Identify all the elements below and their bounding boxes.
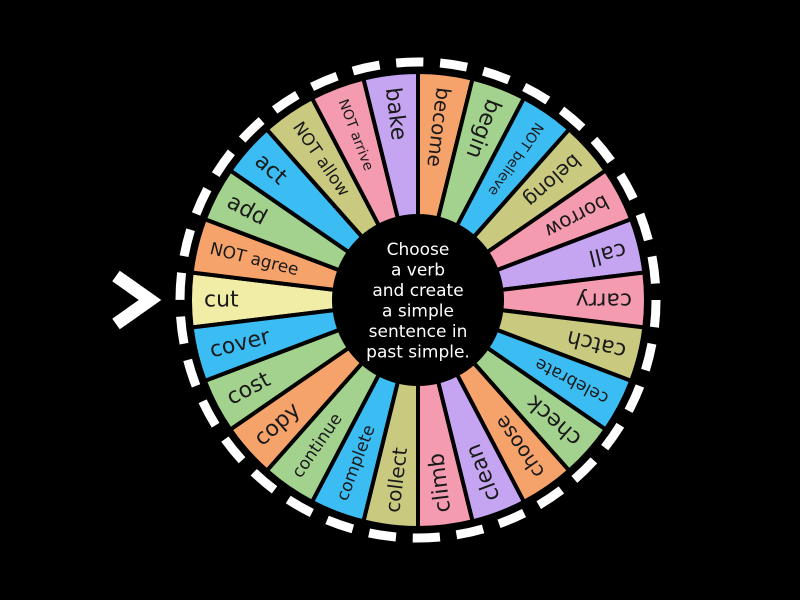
- center-instruction-line: Choose: [387, 240, 450, 260]
- wheel-segment-label: carry: [576, 288, 632, 313]
- center-instruction-line: a verb: [391, 260, 445, 280]
- wheel-hub[interactable]: [334, 216, 502, 384]
- center-instruction-line: sentence in: [369, 322, 468, 342]
- wheel-rim-dashes: [175, 57, 661, 543]
- chevron-right-icon: [112, 270, 162, 330]
- center-instruction-line: past simple.: [366, 342, 470, 362]
- wheel-segment-label: cut: [204, 288, 239, 313]
- center-instruction-line: a simple: [382, 301, 454, 321]
- center-instruction-line: and create: [372, 281, 463, 301]
